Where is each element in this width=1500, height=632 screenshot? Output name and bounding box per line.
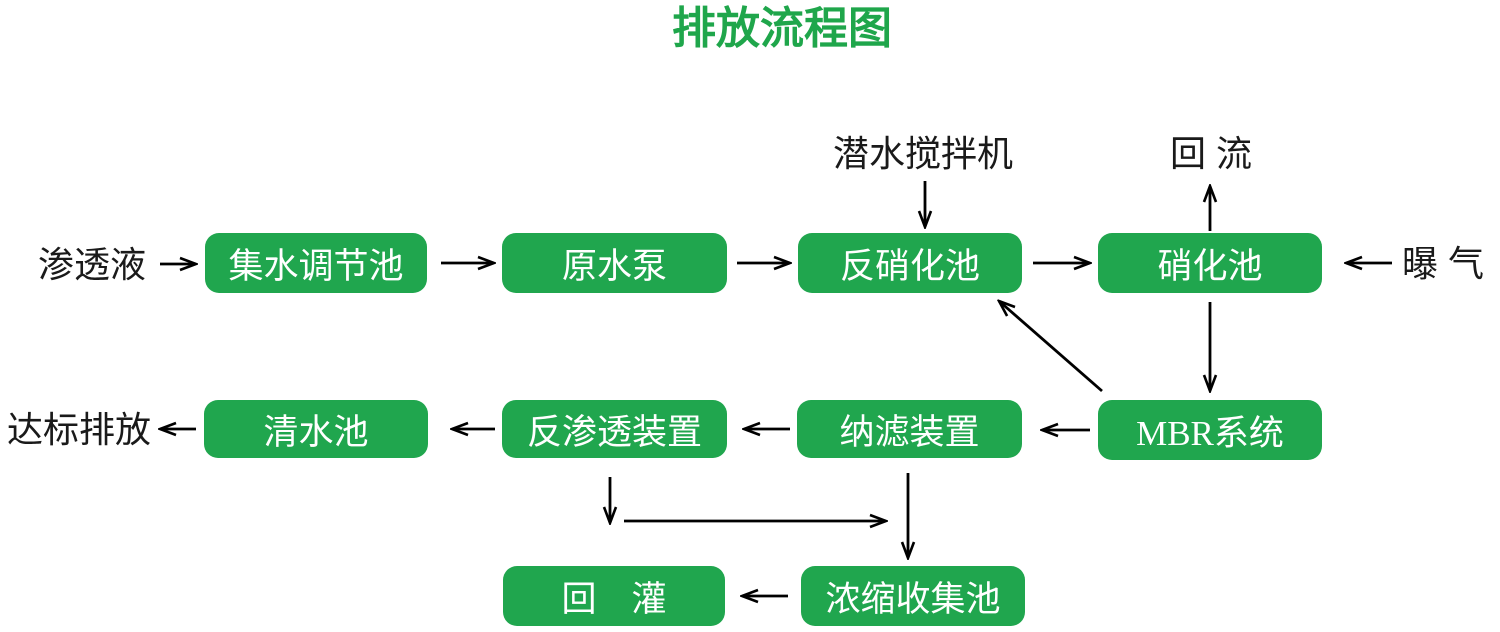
node-collection-regulation-pool: 集水调节池 xyxy=(205,233,427,293)
node-clean-water-pool: 清水池 xyxy=(204,400,428,458)
node-nanofiltration-unit: 纳滤装置 xyxy=(797,400,1022,458)
page-title: 排放流程图 xyxy=(672,4,892,53)
node-mbr-system: MBR系统 xyxy=(1098,400,1322,460)
node-denitrification-pool: 反硝化池 xyxy=(798,233,1022,293)
label-reflux: 回 流 xyxy=(1170,133,1253,174)
node-concentrate-collection-pool: 浓缩收集池 xyxy=(801,566,1025,626)
edge-mbr-to-denitrification xyxy=(999,301,1103,393)
label-compliant-discharge: 达标排放 xyxy=(7,409,152,450)
label-leachate: 渗透液 xyxy=(38,244,147,285)
node-reinjection: 回 灌 xyxy=(503,566,725,626)
node-reverse-osmosis-unit: 反渗透装置 xyxy=(502,400,727,458)
node-nitrification-pool: 硝化池 xyxy=(1098,233,1322,293)
node-raw-water-pump: 原水泵 xyxy=(502,233,727,293)
label-aeration: 曝 气 xyxy=(1402,243,1485,284)
label-submersible-mixer: 潜水搅拌机 xyxy=(833,133,1014,174)
